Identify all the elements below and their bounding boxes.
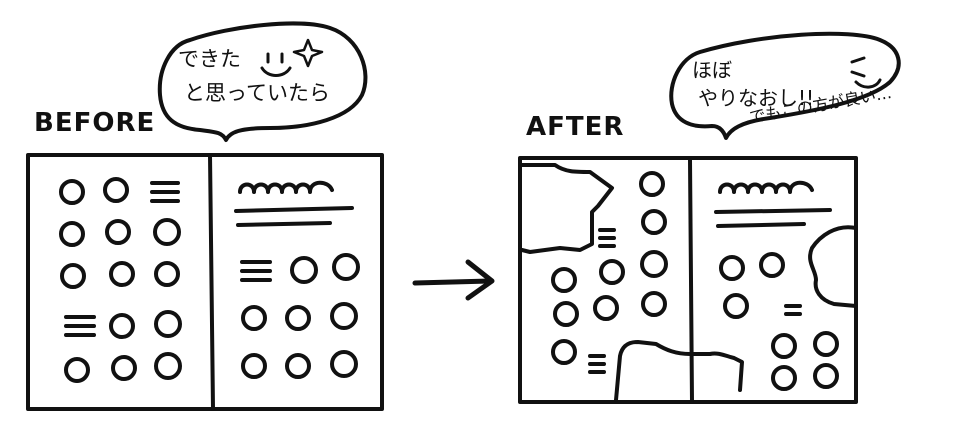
after-right-cutout-shape (808, 225, 858, 308)
before-label: BEFORE (34, 108, 156, 138)
before-bubble-line1: できた (178, 47, 241, 71)
after-gutter (688, 158, 694, 404)
after-speech-bubble (669, 31, 901, 140)
before-gutter (208, 153, 215, 411)
before-right-page (234, 180, 360, 379)
after-left-page (520, 163, 744, 402)
after-spanning-shape (614, 340, 744, 402)
crying-doodle-icon (850, 56, 882, 89)
before-spread (26, 153, 384, 411)
after-spread (518, 156, 858, 404)
arrow-icon (412, 259, 495, 301)
after-bubble-line1: ほぼ (692, 58, 732, 82)
after-page-frame (518, 156, 858, 404)
before-speech-bubble (157, 21, 368, 142)
smiley-sparkle-icon (260, 38, 324, 77)
before-page-frame (26, 153, 384, 411)
after-cutout-shape (520, 163, 614, 254)
before-bubble-line2: と思っていたら (184, 81, 330, 105)
after-right-page (714, 180, 858, 391)
before-left-page (59, 177, 182, 383)
after-label: AFTER (526, 112, 625, 142)
after-bubble-line2: やりなおし!! (698, 86, 815, 110)
